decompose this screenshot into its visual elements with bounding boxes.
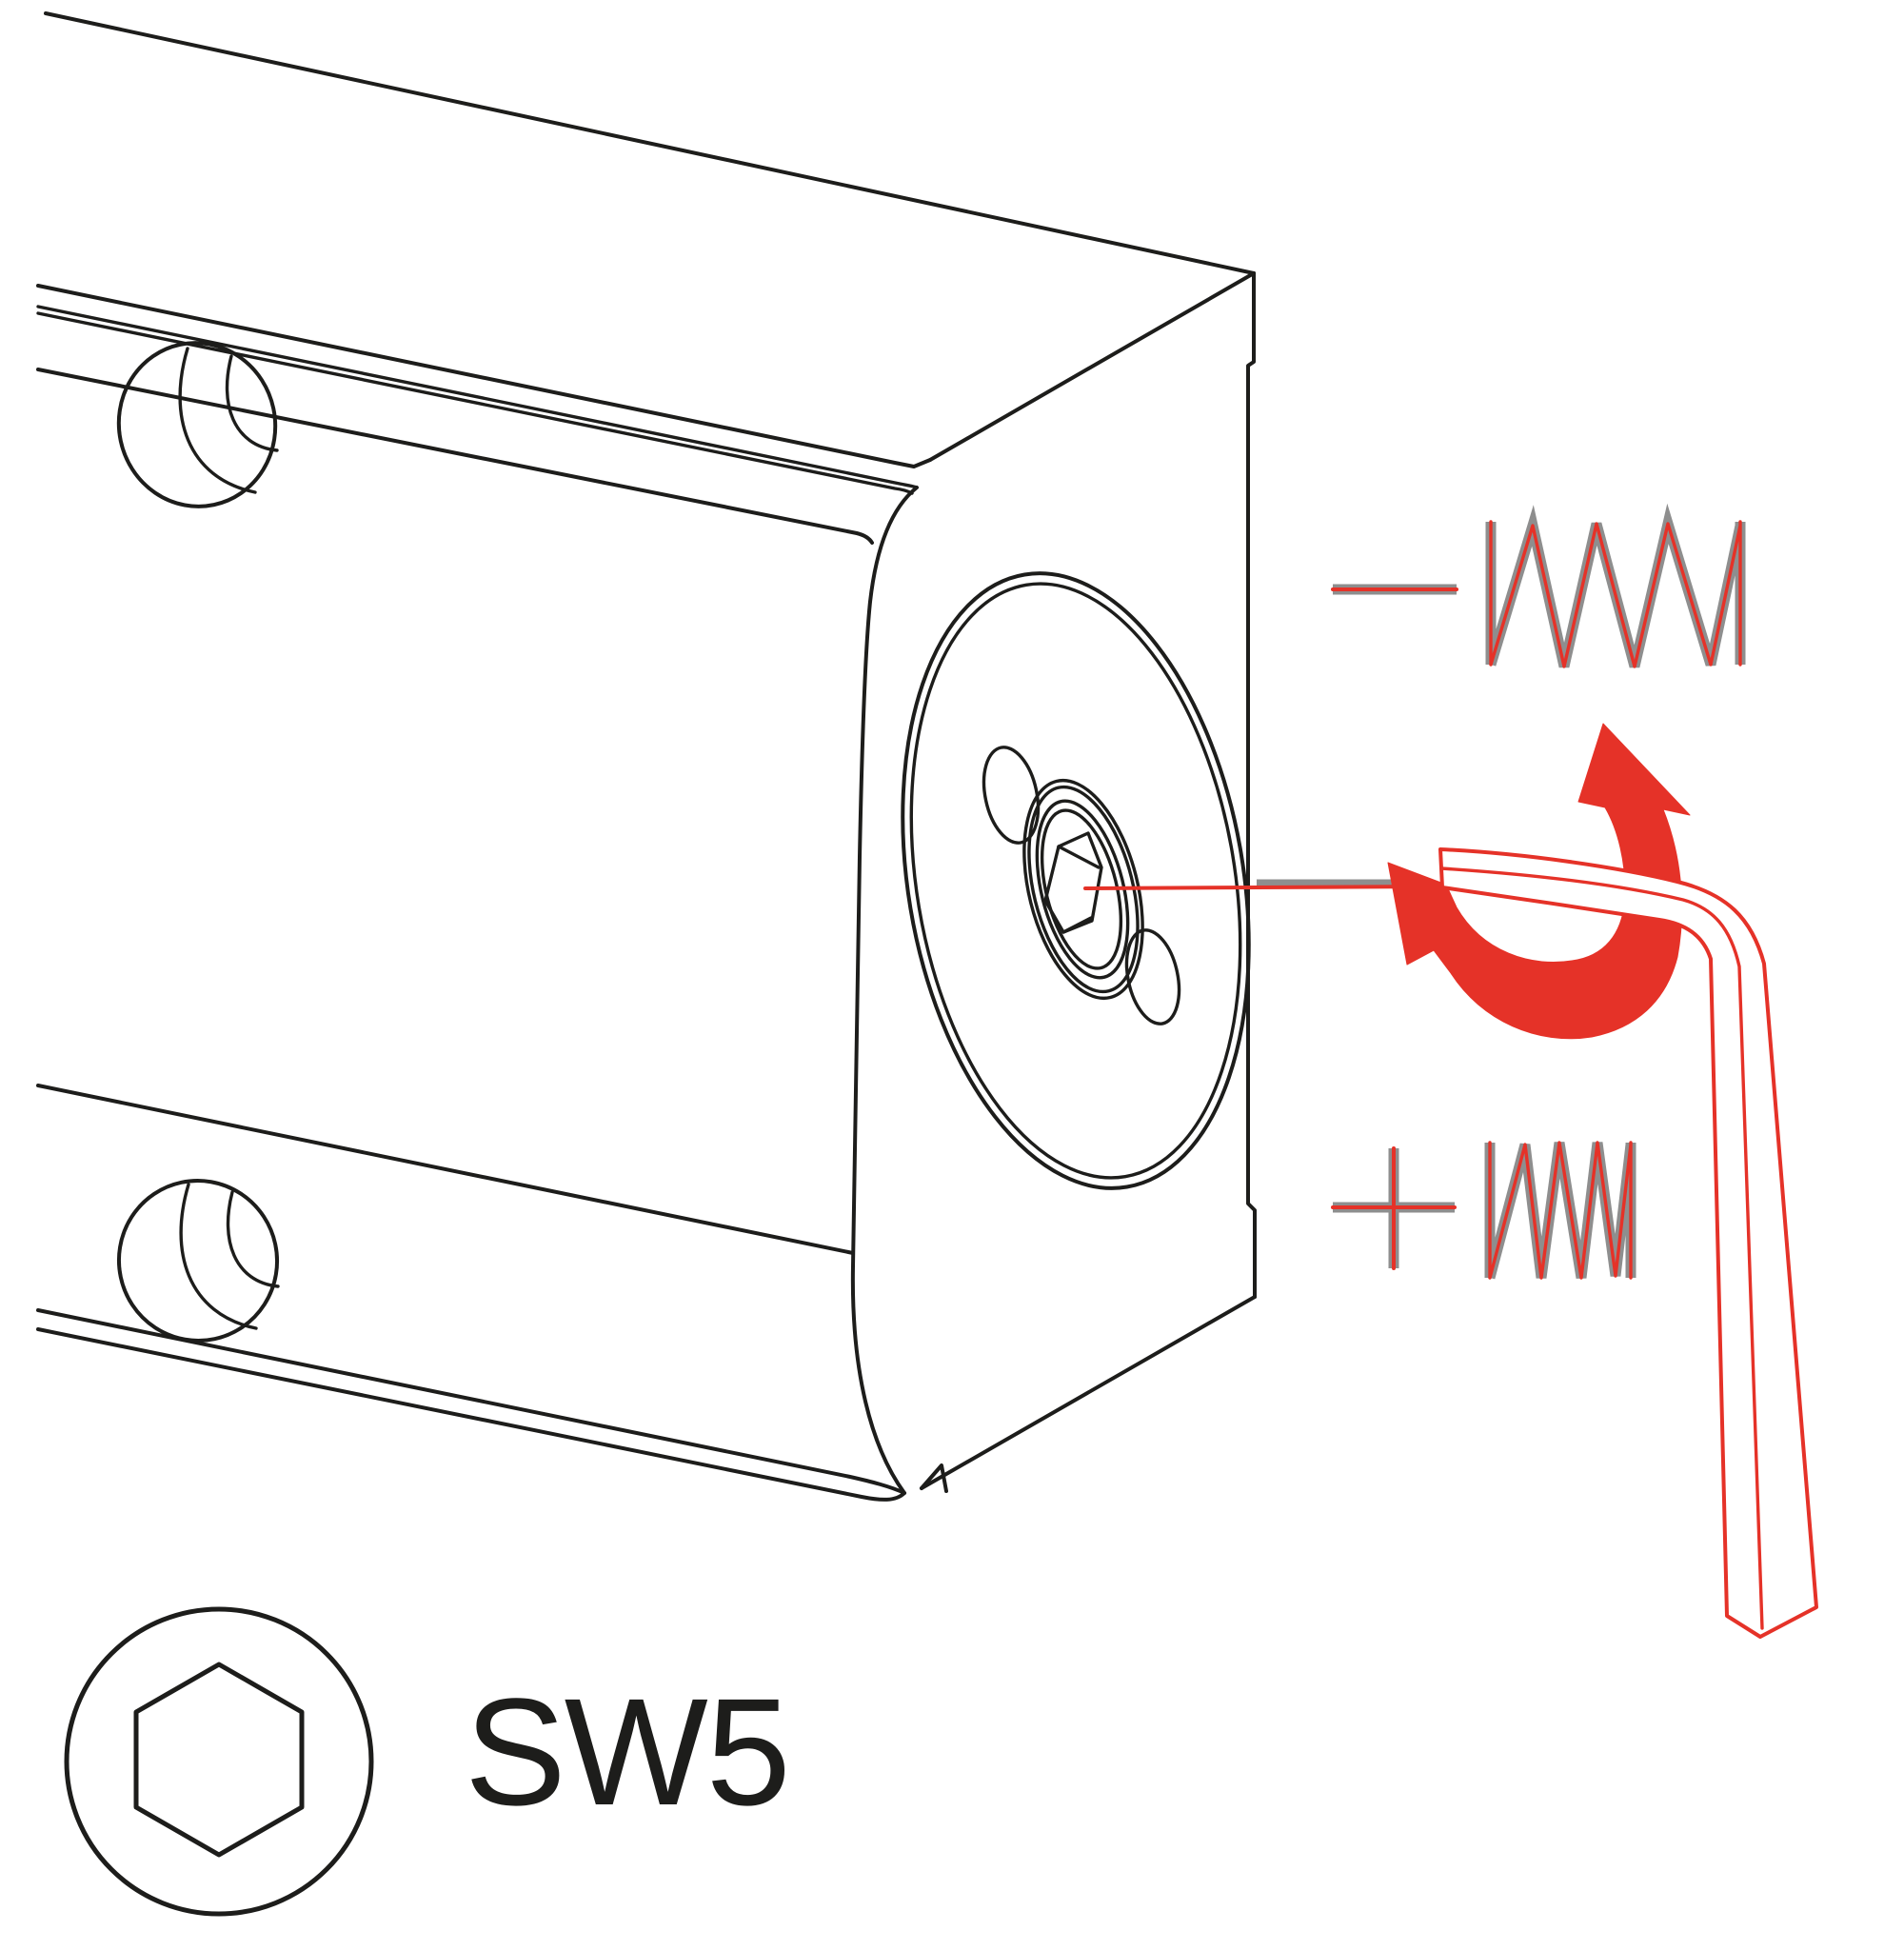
hex-key-outline <box>1438 847 1818 1639</box>
leader-line <box>1083 885 1435 890</box>
top-groove-line-b <box>36 311 914 495</box>
increase-tension-row <box>1331 1141 1636 1280</box>
decrease-tension-row <box>1331 503 1746 668</box>
front-top-edge <box>36 284 932 468</box>
front-end-transition-edge <box>850 486 919 1495</box>
hex-key <box>1438 847 1818 1639</box>
body-right-edge <box>1246 271 1257 1299</box>
device-body <box>36 11 1257 1502</box>
body-bottom-edge <box>36 1327 906 1502</box>
end-face-bottom-edge <box>920 1295 1257 1490</box>
spring-relaxed-icon <box>1489 520 1742 668</box>
cover-hole-upper <box>982 746 1041 845</box>
mounting-hole-lower <box>116 1179 280 1343</box>
hex-socket-icon <box>133 1662 305 1858</box>
cover-hole-lower <box>1124 928 1181 1025</box>
body-top-edge <box>44 11 1256 275</box>
adjustment-screw <box>1022 778 1144 1001</box>
top-groove-line-a <box>36 305 919 489</box>
annotations <box>1083 503 1818 1639</box>
mid-groove-line <box>36 1084 855 1255</box>
end-face-chamfer-edge <box>928 271 1256 462</box>
spring-compressed-shadow <box>1484 1142 1636 1280</box>
hex-socket-icon-circle <box>64 1606 374 1917</box>
plus-icon <box>1331 1146 1457 1270</box>
wrench-size-label: SW5 <box>465 1666 789 1837</box>
spring-compressed-icon <box>1488 1141 1633 1280</box>
top-groove-line-c <box>36 368 874 545</box>
bottom-corner-notch <box>920 1463 948 1493</box>
hex-socket <box>1043 831 1103 934</box>
mounting-hole-upper <box>116 341 279 508</box>
hex-key-edge-ridge <box>1439 866 1764 1630</box>
end-cover-circle <box>901 571 1251 1190</box>
bottom-groove-line <box>36 1308 906 1495</box>
wrench-size-badge: SW5 <box>64 1606 791 1917</box>
